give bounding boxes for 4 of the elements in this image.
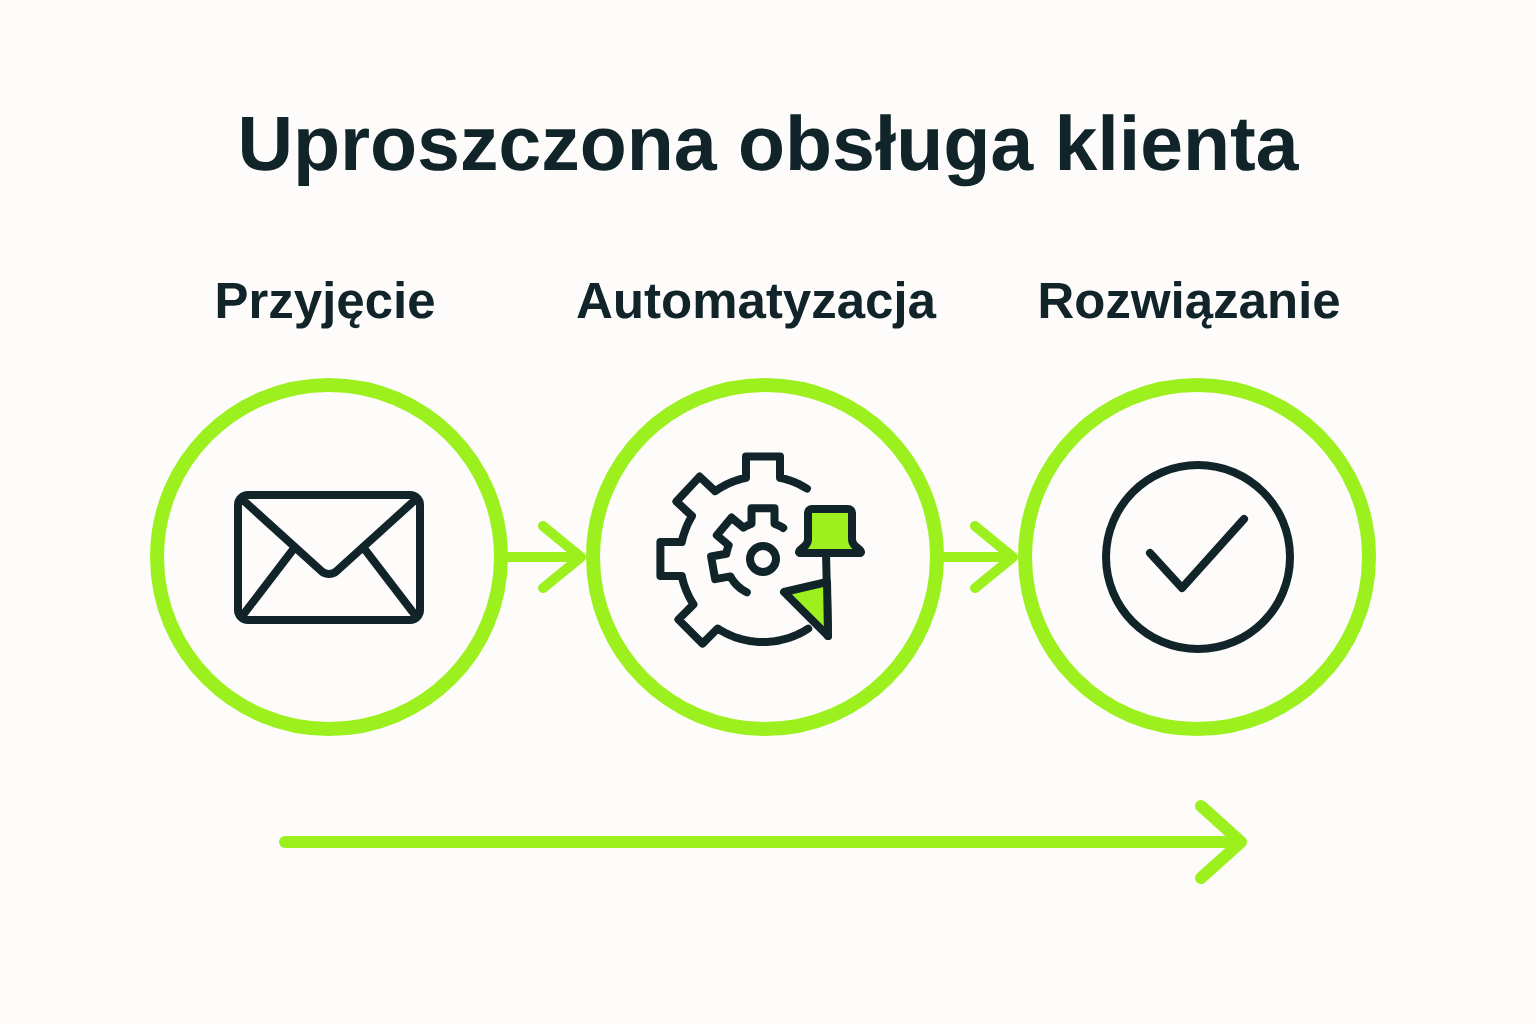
step-heading: Przyjęcie xyxy=(217,281,434,329)
step-heading: Automatyzacja xyxy=(577,281,937,329)
step-heading: Rozwiązanie xyxy=(1040,281,1339,329)
title: Uproszczona obsługa klienta xyxy=(242,114,1300,187)
